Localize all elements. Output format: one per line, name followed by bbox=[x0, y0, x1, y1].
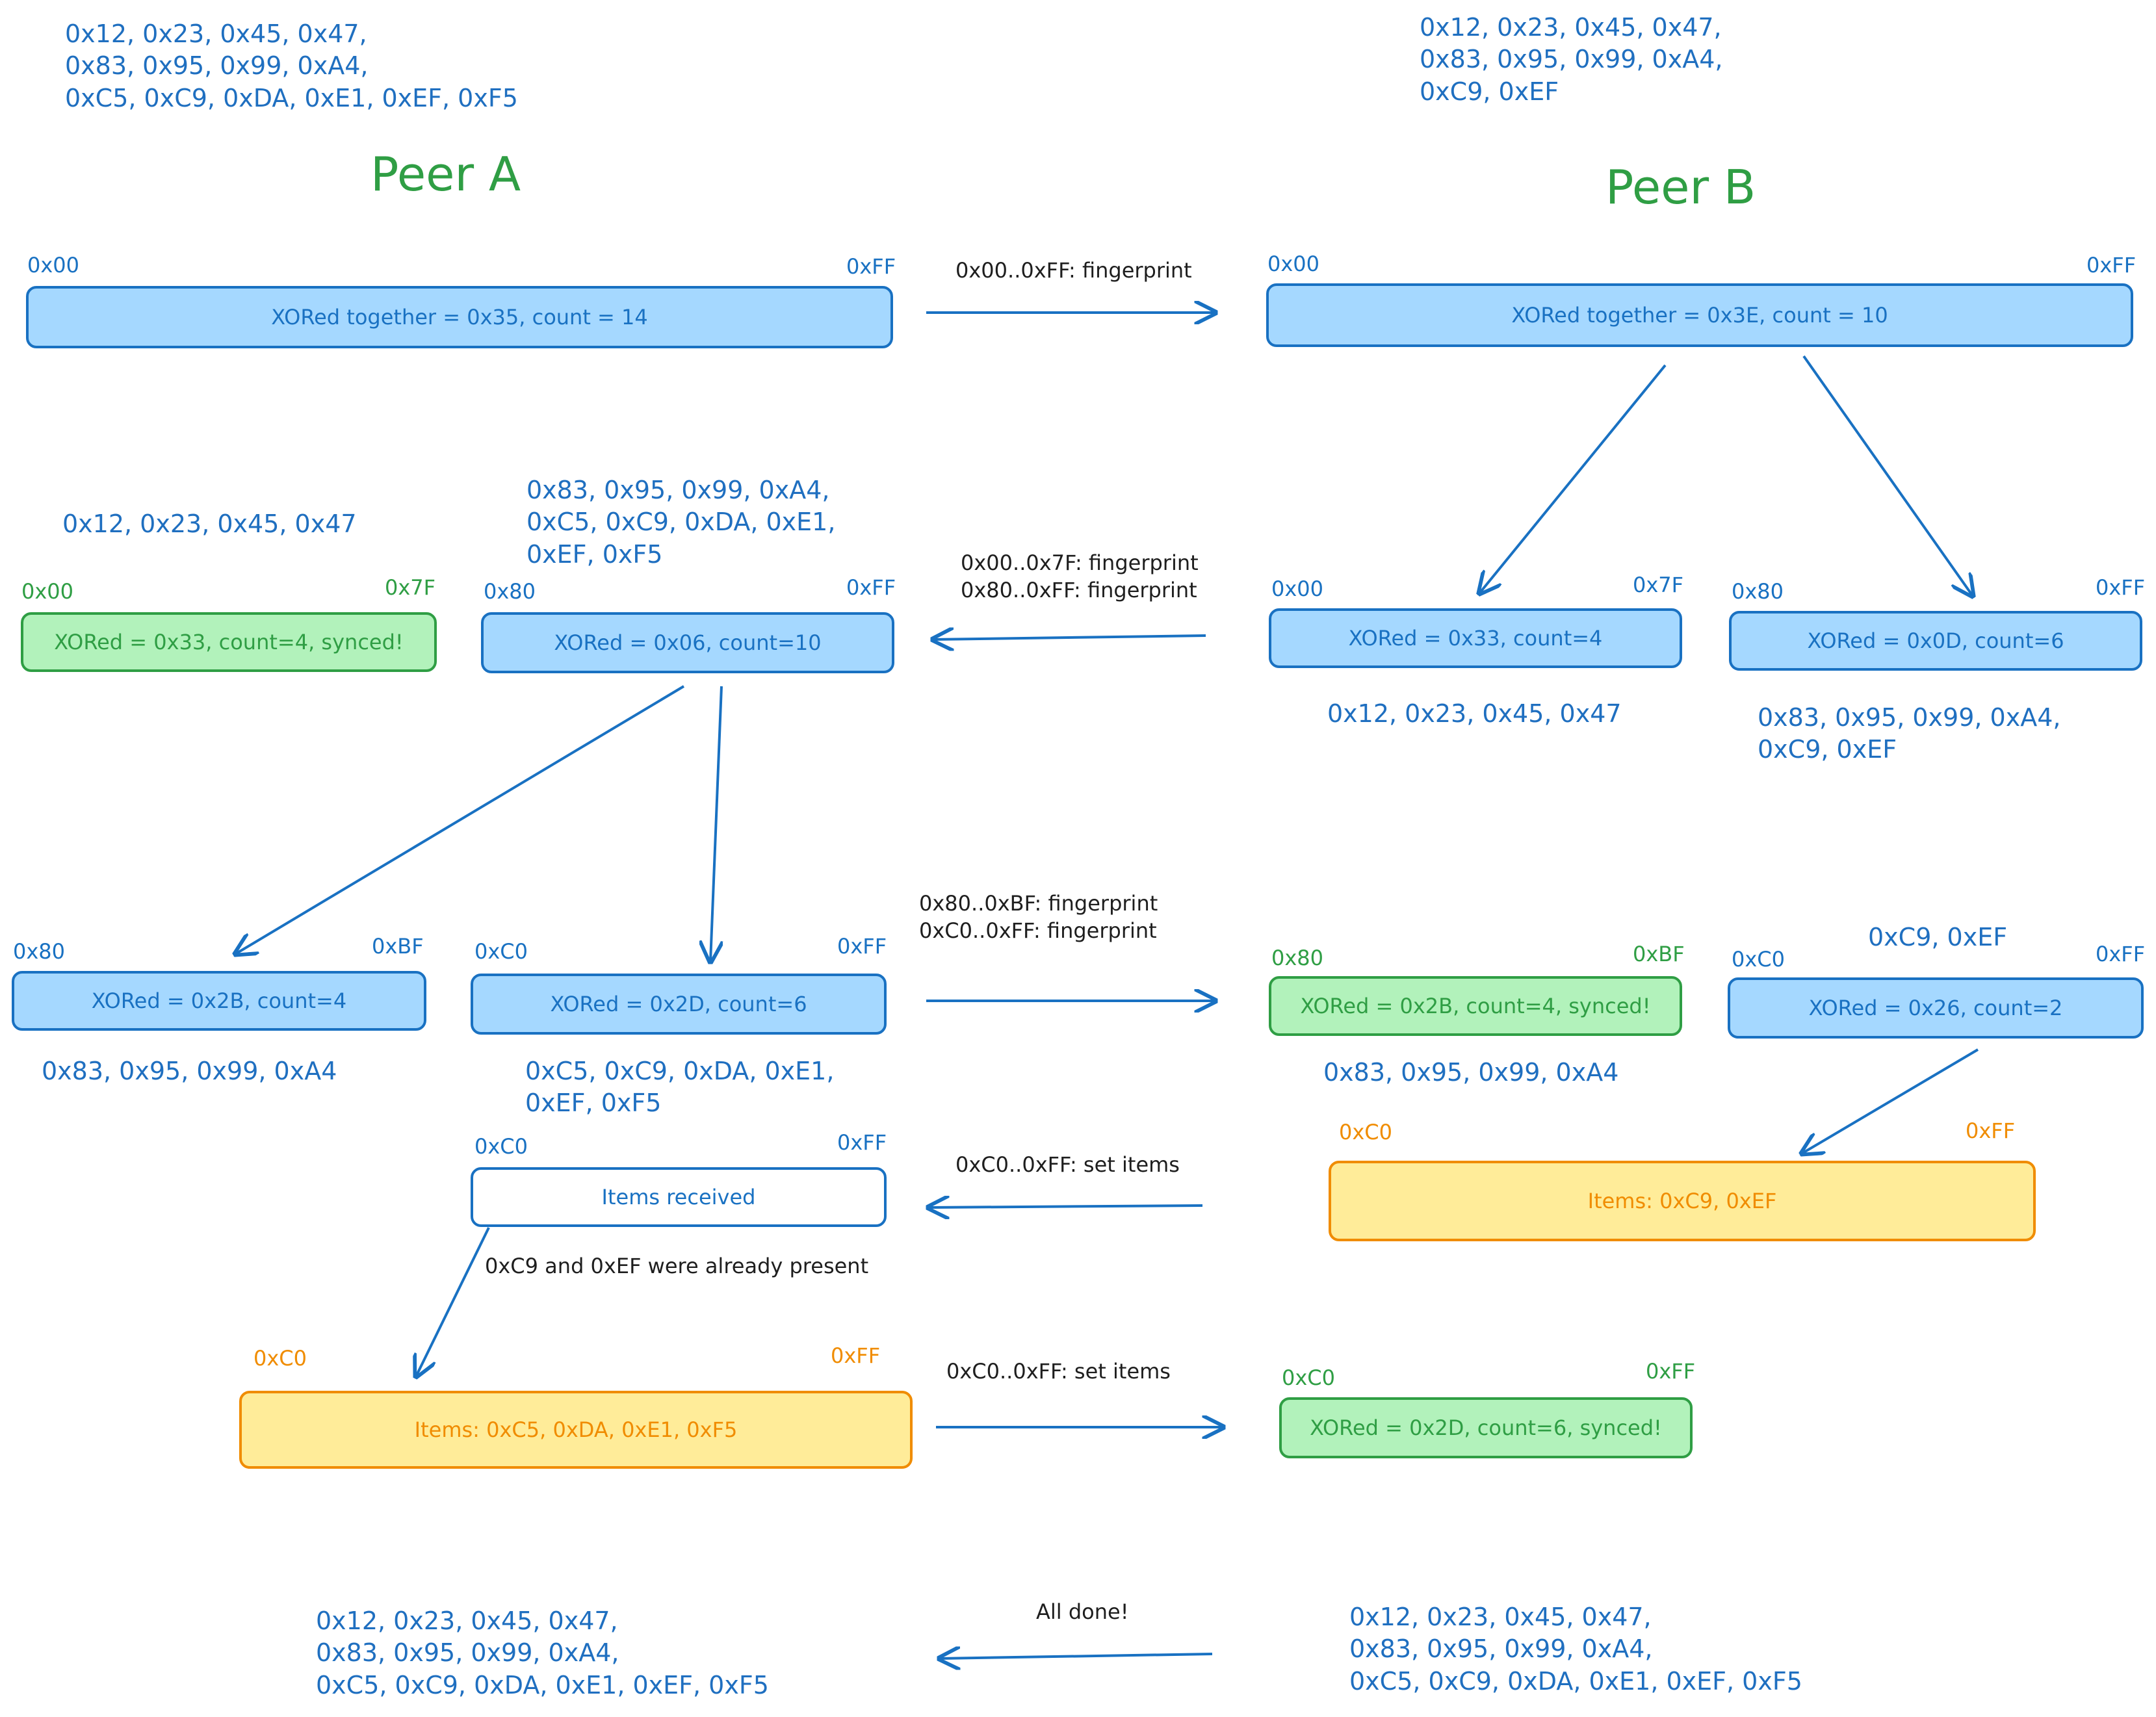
peer-b-title: Peer B bbox=[1605, 160, 1756, 214]
peer-b-high-set: 0x83, 0x95, 0x99, 0xA4, 0xC9, 0xEF bbox=[1758, 703, 2061, 764]
peer-b-root-range-start: 0x00 bbox=[1267, 252, 1320, 276]
peer-a-low-range-start: 0x00 bbox=[21, 579, 74, 604]
peer-b-high-range-end: 0xFF bbox=[2096, 575, 2146, 600]
peer-a-title: Peer A bbox=[370, 147, 521, 201]
message-arrow-6 bbox=[939, 1654, 1213, 1659]
peer-b-initial-set: 0x12, 0x23, 0x45, 0x47, 0x83, 0x95, 0x99… bbox=[1420, 13, 1723, 106]
peer-a-received-note: 0xC9 and 0xEF were already present bbox=[485, 1254, 869, 1278]
peer-b-final-range-start: 0xC0 bbox=[1282, 1365, 1335, 1390]
peer-b-final-range-end: 0xFF bbox=[1646, 1359, 1696, 1384]
message-1-label: 0x00..0xFF: fingerprint bbox=[955, 258, 1192, 283]
message-arrow-2 bbox=[933, 636, 1206, 639]
peer-b-q3-fingerprint-synced: XORed = 0x2B, count=4, synced! bbox=[1269, 976, 1682, 1036]
peer-b-items-range-start: 0xC0 bbox=[1339, 1120, 1392, 1144]
peer-a-received-range-start: 0xC0 bbox=[474, 1134, 528, 1159]
message-6-label: All done! bbox=[1036, 1599, 1129, 1624]
peer-b-q3-set: 0x83, 0x95, 0x99, 0xA4 bbox=[1323, 1058, 1619, 1087]
peer-a-items-range-start: 0xC0 bbox=[253, 1346, 307, 1371]
peer-a-q4-range-start: 0xC0 bbox=[474, 939, 528, 964]
peer-a-initial-set: 0x12, 0x23, 0x45, 0x47, 0x83, 0x95, 0x99… bbox=[65, 19, 518, 112]
peer-a-q4-range-end: 0xFF bbox=[837, 934, 887, 959]
peer-b-low-range-end: 0x7F bbox=[1633, 573, 1684, 597]
peer-a-items-received: Items received bbox=[471, 1167, 887, 1227]
peer-b-q4-fingerprint: XORed = 0x26, count=2 bbox=[1728, 977, 2144, 1039]
peer-a-root-range-start: 0x00 bbox=[27, 253, 80, 278]
peer-a-high-to-q3-arrow bbox=[235, 685, 685, 954]
peer-a-low-fingerprint-synced: XORed = 0x33, count=4, synced! bbox=[21, 612, 437, 672]
peer-a-q4-set: 0xC5, 0xC9, 0xDA, 0xE1, 0xEF, 0xF5 bbox=[525, 1057, 835, 1118]
peer-a-high-range-start: 0x80 bbox=[484, 579, 536, 604]
peer-b-low-fingerprint: XORed = 0x33, count=4 bbox=[1269, 608, 1682, 668]
peer-b-q4-to-items-arrow bbox=[1802, 1048, 1979, 1154]
peer-a-items-sent: Items: 0xC5, 0xDA, 0xE1, 0xF5 bbox=[239, 1391, 913, 1469]
peer-a-final-set: 0x12, 0x23, 0x45, 0x47, 0x83, 0x95, 0x99… bbox=[316, 1607, 769, 1699]
peer-a-q3-fingerprint: XORed = 0x2B, count=4 bbox=[12, 971, 426, 1031]
peer-b-root-fingerprint: XORed together = 0x3E, count = 10 bbox=[1266, 283, 2133, 347]
peer-a-q3-set: 0x83, 0x95, 0x99, 0xA4 bbox=[42, 1057, 337, 1085]
peer-b-high-range-start: 0x80 bbox=[1732, 579, 1784, 604]
peer-b-items-range-end: 0xFF bbox=[1966, 1118, 2016, 1143]
peer-b-low-range-start: 0x00 bbox=[1271, 576, 1324, 601]
peer-b-items-sent: Items: 0xC9, 0xEF bbox=[1329, 1161, 2036, 1241]
peer-b-root-to-low-arrow bbox=[1479, 364, 1667, 593]
peer-a-root-fingerprint: XORed together = 0x35, count = 14 bbox=[26, 286, 893, 348]
peer-a-low-range-end: 0x7F bbox=[385, 575, 436, 600]
peer-a-q3-range-end: 0xBF bbox=[372, 934, 424, 959]
peer-b-q3-range-end: 0xBF bbox=[1633, 942, 1685, 966]
peer-b-final-set: 0x12, 0x23, 0x45, 0x47, 0x83, 0x95, 0x99… bbox=[1349, 1603, 1802, 1696]
peer-a-high-set: 0x83, 0x95, 0x99, 0xA4, 0xC5, 0xC9, 0xDA… bbox=[526, 476, 836, 569]
peer-b-high-fingerprint: XORed = 0x0D, count=6 bbox=[1729, 611, 2142, 671]
peer-b-low-set: 0x12, 0x23, 0x45, 0x47 bbox=[1327, 699, 1622, 728]
message-5-label: 0xC0..0xFF: set items bbox=[946, 1359, 1171, 1384]
message-3-label: 0x80..0xBF: fingerprint 0xC0..0xFF: fing… bbox=[919, 891, 1158, 943]
peer-a-high-range-end: 0xFF bbox=[846, 575, 896, 600]
peer-a-high-to-q4-arrow bbox=[710, 686, 721, 962]
peer-a-high-fingerprint: XORed = 0x06, count=10 bbox=[481, 612, 894, 673]
peer-a-q4-fingerprint: XORed = 0x2D, count=6 bbox=[471, 974, 887, 1035]
peer-a-q3-range-start: 0x80 bbox=[13, 939, 66, 964]
peer-b-q3-range-start: 0x80 bbox=[1271, 946, 1324, 970]
peer-b-q4-set: 0xC9, 0xEF bbox=[1868, 923, 2008, 951]
peer-a-received-to-items-arrow bbox=[416, 1227, 490, 1376]
peer-b-root-to-high-arrow bbox=[1802, 355, 1973, 596]
peer-a-root-range-end: 0xFF bbox=[846, 254, 896, 279]
peer-a-items-range-end: 0xFF bbox=[831, 1343, 881, 1368]
peer-b-root-range-end: 0xFF bbox=[2086, 253, 2137, 278]
peer-b-final-fingerprint-synced: XORed = 0x2D, count=6, synced! bbox=[1279, 1397, 1693, 1458]
peer-b-q4-range-end: 0xFF bbox=[2096, 942, 2146, 966]
message-4-label: 0xC0..0xFF: set items bbox=[955, 1152, 1180, 1177]
peer-b-q4-range-start: 0xC0 bbox=[1732, 947, 1785, 972]
peer-a-received-range-end: 0xFF bbox=[837, 1130, 887, 1155]
message-arrow-4 bbox=[928, 1206, 1203, 1207]
message-2-label: 0x00..0x7F: fingerprint 0x80..0xFF: fing… bbox=[961, 550, 1199, 602]
peer-a-low-set: 0x12, 0x23, 0x45, 0x47 bbox=[62, 510, 357, 538]
